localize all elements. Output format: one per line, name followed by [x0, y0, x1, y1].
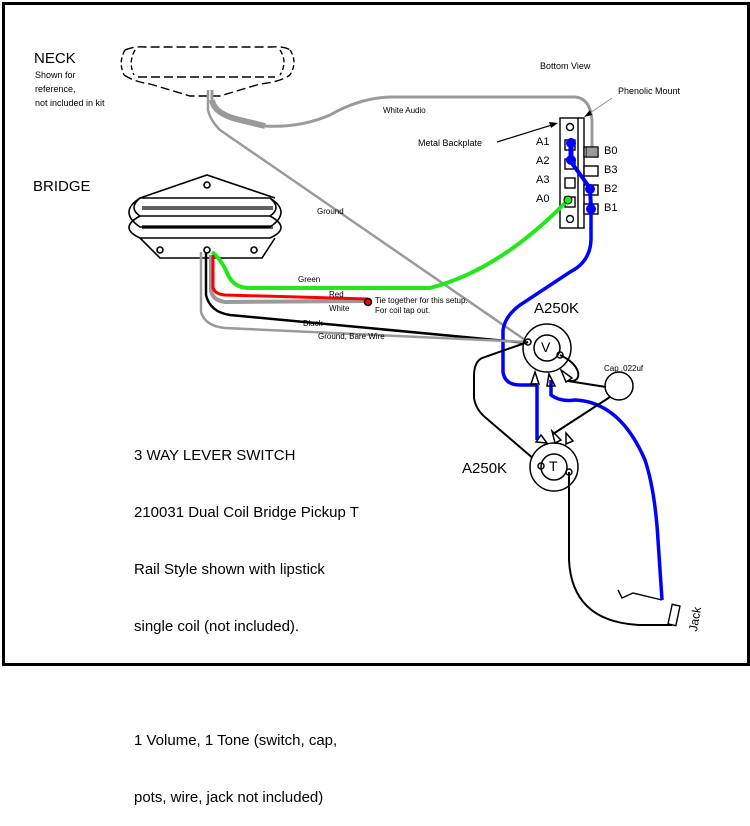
neck-note-2: reference,: [35, 84, 76, 94]
phenolic-mount-label: Phenolic Mount: [618, 86, 681, 96]
red-wire: [211, 255, 369, 301]
volume-symbol: V: [541, 339, 551, 355]
terminal-a0: A0: [536, 193, 550, 205]
notes-line-2: 210031 Dual Coil Bridge Pickup T: [134, 504, 359, 521]
notes-line-6: 1 Volume, 1 Tone (switch, cap,: [134, 732, 338, 749]
bridge-title: BRIDGE: [33, 178, 91, 195]
bridge-pickup: [128, 174, 282, 259]
black-wire: [204, 252, 529, 345]
terminal-b3: B3: [604, 164, 618, 176]
neck-title: NECK: [34, 50, 76, 67]
bare-wire-label: Ground, Bare Wire: [318, 332, 385, 341]
diagram-frame: [2, 2, 750, 666]
volume-pot: [522, 323, 574, 387]
bare-ground-wire: [199, 252, 529, 344]
green-wire-label: Green: [298, 275, 321, 284]
white-wire: [209, 255, 369, 305]
terminal-a3: A3: [536, 174, 550, 186]
jack: [617, 589, 681, 627]
notes-block: 3 WAY LEVER SWITCH 210031 Dual Coil Brid…: [134, 408, 359, 826]
neck-note-3: not included in kit: [35, 98, 105, 108]
white-wire-label: White: [329, 304, 350, 313]
terminal-a1: A1: [536, 136, 550, 148]
terminal-b1: B1: [604, 202, 618, 214]
neck-note-1: Shown for: [35, 70, 76, 80]
tone-symbol: T: [549, 458, 558, 474]
blue-wire-jack: [549, 380, 664, 601]
terminal-b0: B0: [604, 145, 618, 157]
neck-pickup: [120, 46, 295, 97]
tie-note-1: Tie together for this setup.: [375, 296, 468, 305]
notes-line-7: pots, wire, jack not included): [134, 789, 324, 806]
green-wire: [210, 198, 570, 290]
black-ground-loop: [473, 341, 543, 467]
tone-pot-value: A250K: [462, 460, 508, 477]
volume-pot-value: A250K: [534, 300, 580, 317]
capacitor: [604, 371, 634, 401]
tie-point: [363, 297, 373, 307]
white-audio-wire: [210, 90, 594, 150]
wiring-diagram: [120, 46, 681, 627]
terminal-b2: B2: [604, 183, 618, 195]
notes-line-5: [134, 674, 359, 693]
ground-label: Ground: [317, 207, 344, 216]
white-audio-label: White Audio: [383, 106, 426, 115]
jack-ground-wire: [568, 472, 672, 626]
metal-backplate-label: Metal Backplate: [418, 138, 483, 148]
bottom-view-label: Bottom View: [540, 61, 591, 71]
neck-ground-wire: [206, 90, 529, 344]
terminal-a2: A2: [536, 155, 550, 167]
black-wire-label: Black: [303, 319, 323, 328]
tie-note-2: For coil tap out.: [375, 306, 431, 315]
backplate-pointer: [496, 123, 556, 143]
blue-wire-switch-volume: [501, 210, 593, 387]
cap-label: Cap .022uf: [604, 364, 644, 373]
notes-line-4: single coil (not included).: [134, 618, 300, 635]
notes-line-3: Rail Style shown with lipstick: [134, 561, 325, 578]
tone-pot: [529, 428, 579, 492]
notes-line-1: 3 WAY LEVER SWITCH: [134, 447, 296, 464]
red-wire-label: Red: [329, 290, 344, 299]
blue-jumpers: [566, 138, 596, 214]
phenolic-pointer: [586, 97, 613, 116]
